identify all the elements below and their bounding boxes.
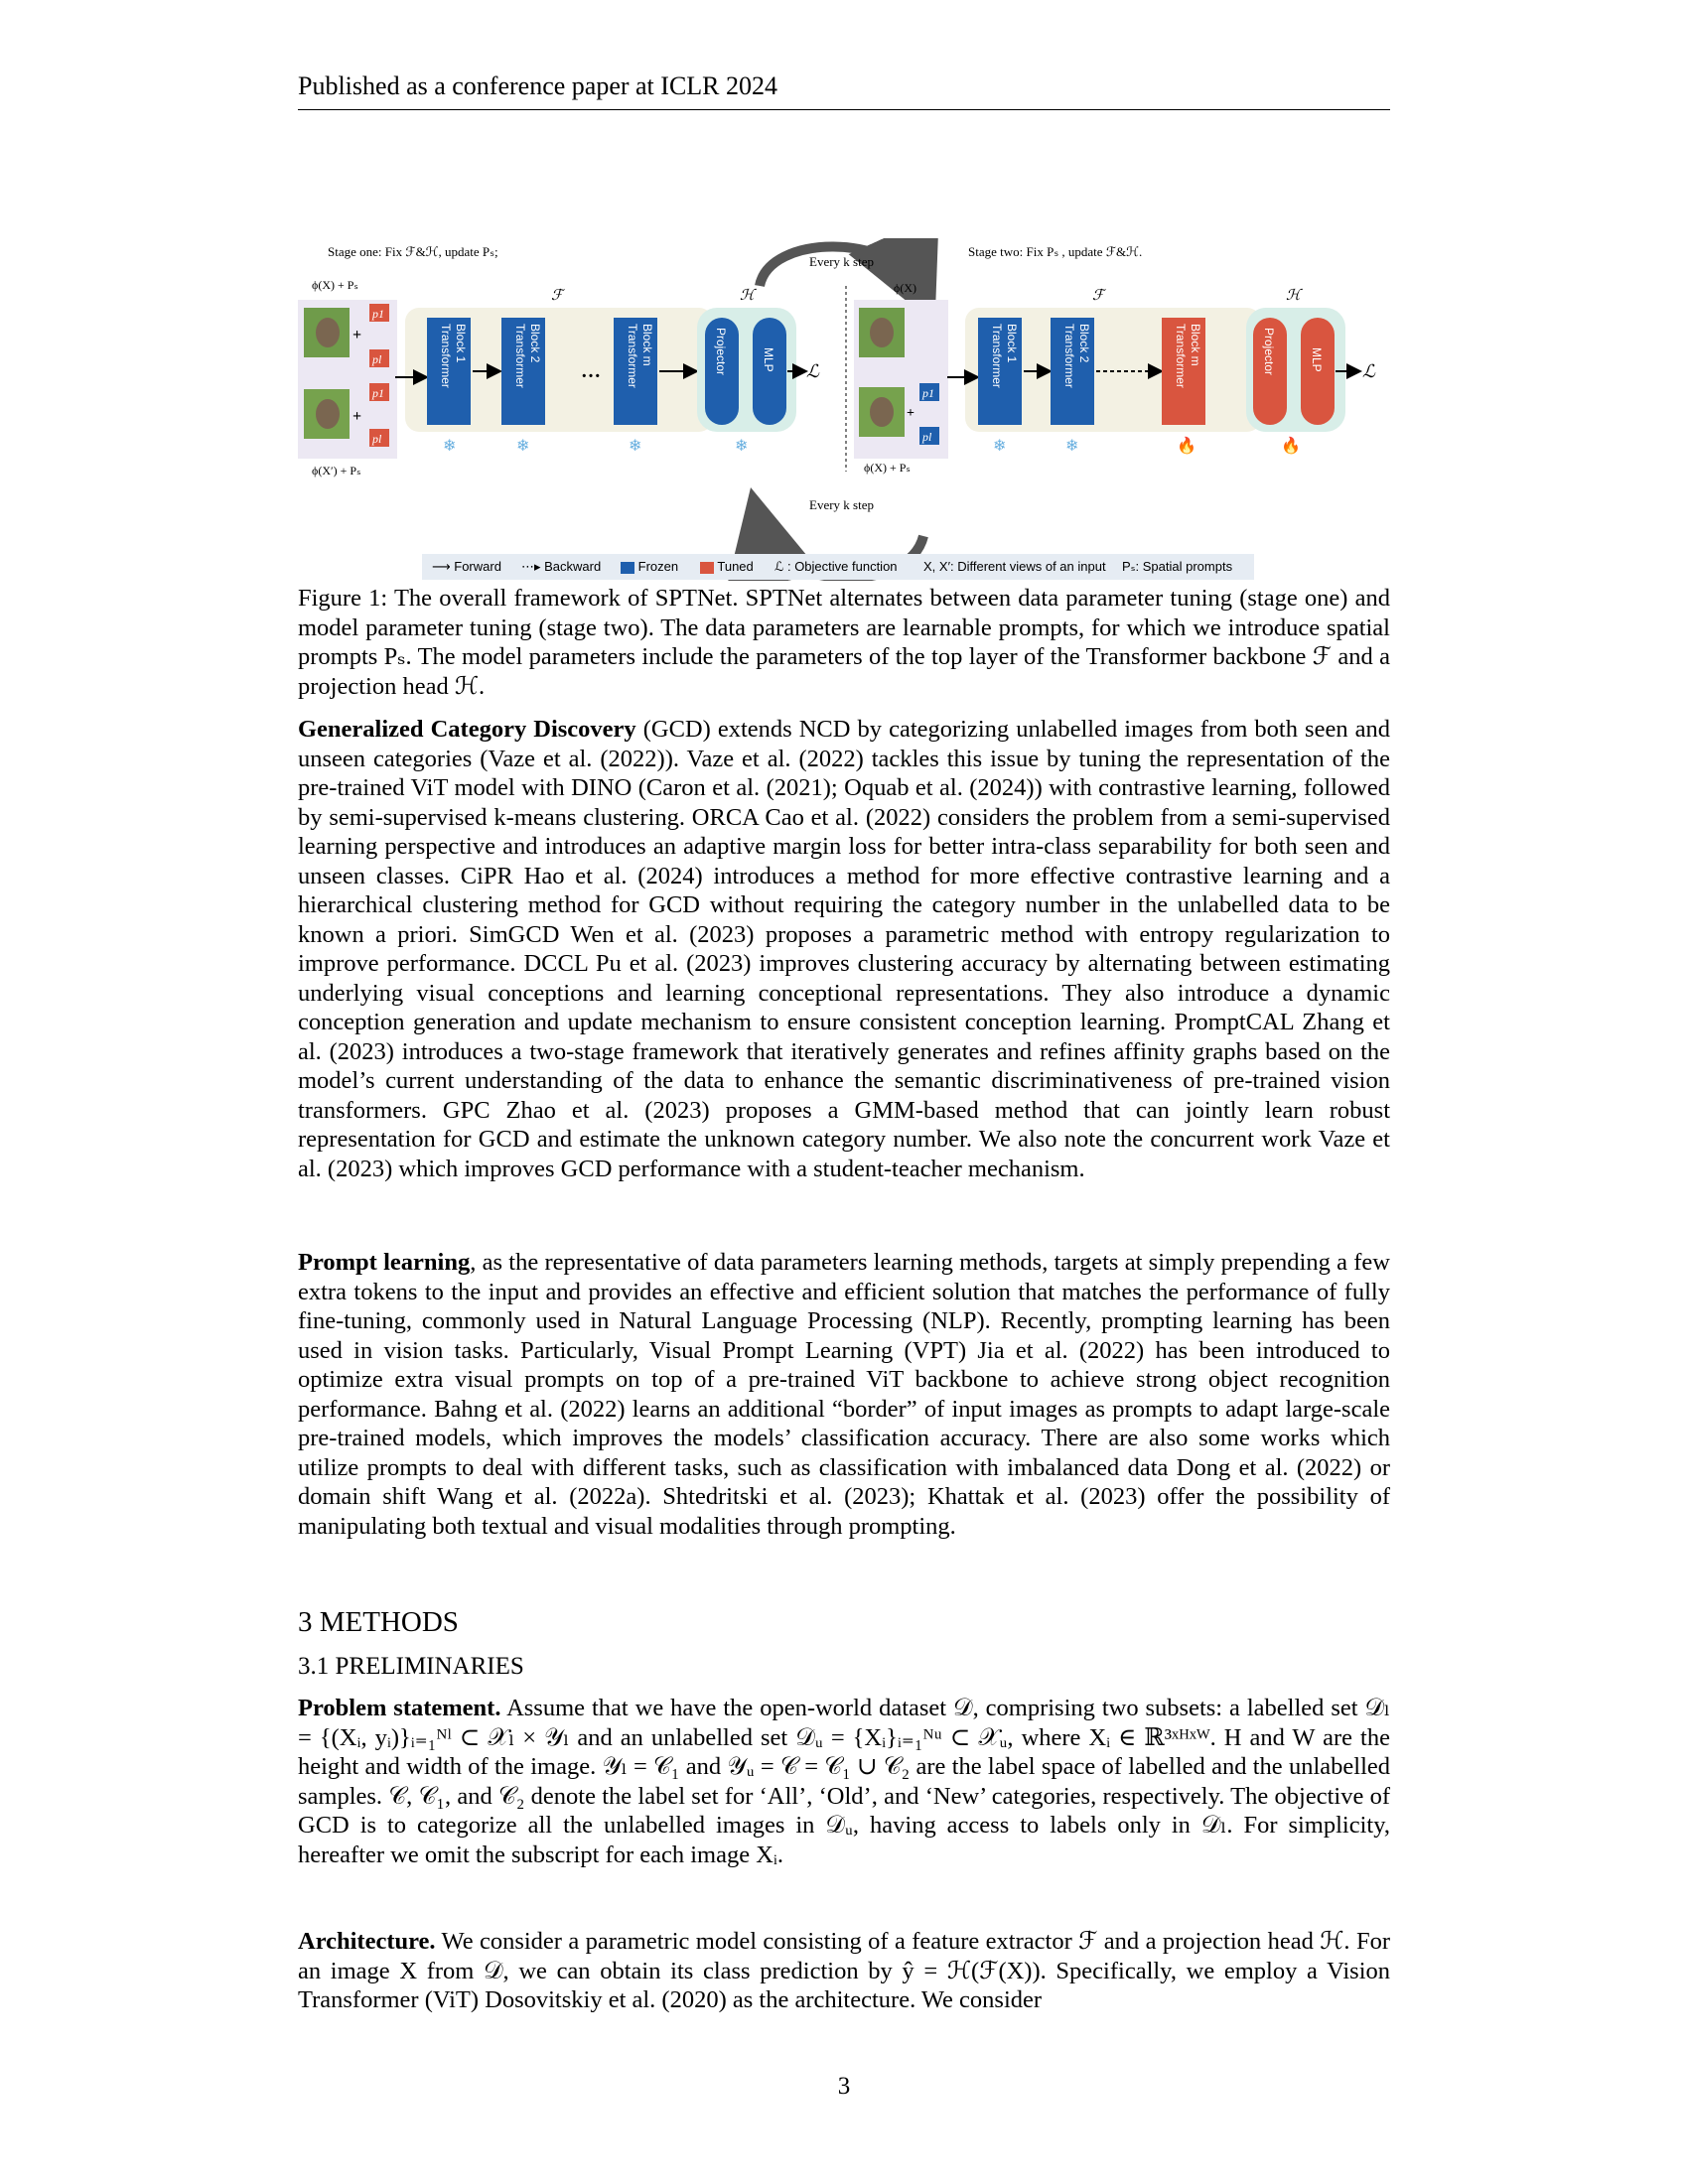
- paragraph-gcd: Generalized Category Discovery (GCD) ext…: [298, 715, 1390, 1183]
- gcd-lead: Generalized Category Discovery: [298, 716, 636, 743]
- prompt-pl-b: [369, 429, 389, 447]
- legend-backward: ⋯▸ Backward: [521, 559, 602, 574]
- running-head: Published as a conference paper at ICLR …: [298, 71, 1390, 110]
- every-k-top: Every k step: [809, 254, 874, 269]
- svg-text:Transformer: Transformer: [439, 324, 453, 388]
- svg-text:ℒ: ℒ: [1362, 361, 1376, 381]
- prompt-p1-b: [369, 383, 389, 401]
- svg-text:❄: ❄: [516, 438, 529, 455]
- svg-text:Transformer: Transformer: [990, 324, 1004, 388]
- phi-xp-label: ϕ(X′) + Pₛ: [312, 464, 361, 478]
- svg-text:Block 2: Block 2: [528, 324, 542, 363]
- legend-prompts: Pₛ: Spatial prompts: [1122, 559, 1233, 574]
- page-number: 3: [837, 2073, 851, 2100]
- prompt-lead: Prompt learning: [298, 1249, 471, 1276]
- svg-text:❄: ❄: [1065, 438, 1078, 455]
- svg-text:pl: pl: [921, 430, 932, 444]
- legend-forward: ⟶ Forward: [432, 559, 501, 574]
- problem-lead: Problem statement.: [298, 1695, 501, 1721]
- svg-text:ℒ: ℒ: [806, 361, 820, 381]
- svg-text:ℱ: ℱ: [1092, 288, 1107, 304]
- svg-text:Transformer: Transformer: [1062, 324, 1076, 388]
- svg-text:MLP: MLP: [762, 347, 775, 372]
- curve-arrow-top: [755, 212, 939, 325]
- figure-legend: ⟶ Forward ⋯▸ Backward Frozen Tuned ℒ : O…: [422, 554, 1254, 580]
- section-heading: 3 METHODS: [298, 1606, 459, 1638]
- svg-text:+: +: [907, 406, 914, 421]
- svg-text:ℋ: ℋ: [1286, 288, 1303, 304]
- paragraph-prompt: Prompt learning, as the representative o…: [298, 1248, 1390, 1541]
- svg-text:ϕ(X) + Pₛ: ϕ(X) + Pₛ: [864, 461, 911, 475]
- arch-lead: Architecture.: [298, 1928, 436, 1955]
- svg-text:p1: p1: [371, 307, 384, 321]
- svg-text:Block m: Block m: [1189, 324, 1202, 366]
- framework-diagram: Stage one: Fix ℱ&ℋ, update Pₛ; Stage two…: [298, 212, 1376, 596]
- s2-block-m: Transformer Block m: [1162, 318, 1205, 425]
- svg-text:🔥: 🔥: [1177, 436, 1196, 455]
- s1-projector: [705, 318, 739, 425]
- s1-block-1: Transformer Block 1: [427, 318, 471, 425]
- svg-text:p1: p1: [371, 386, 384, 400]
- legend-views: X, X′: Different views of an input: [923, 559, 1106, 574]
- figure-sptnet-framework: Stage one: Fix ℱ&ℋ, update Pₛ; Stage two…: [298, 212, 1390, 596]
- svg-text:p1: p1: [921, 386, 934, 400]
- svg-text:Block 1: Block 1: [454, 324, 468, 363]
- phi-x-label: ϕ(X) + Pₛ: [312, 278, 358, 292]
- svg-text:ℱ: ℱ: [551, 288, 566, 304]
- svg-text:ϕ(X): ϕ(X): [894, 281, 916, 295]
- legend-objective: ℒ : Objective function: [774, 559, 898, 574]
- paragraph-problem: Problem statement. Assume that we have t…: [298, 1694, 1390, 1869]
- subsection-heading: 3.1 PRELIMINARIES: [298, 1653, 524, 1680]
- s1-block-2: Transformer Block 2: [501, 318, 545, 425]
- svg-text:…: …: [581, 360, 601, 382]
- svg-text:Block 1: Block 1: [1005, 324, 1019, 363]
- svg-text:❄: ❄: [629, 438, 641, 455]
- svg-text:+: +: [352, 408, 361, 425]
- svg-text:Transformer: Transformer: [513, 324, 527, 388]
- svg-text:Block 2: Block 2: [1077, 324, 1091, 363]
- svg-text:Transformer: Transformer: [626, 324, 639, 388]
- s2-block-2: Transformer Block 2: [1051, 318, 1094, 425]
- arch-text: We consider a parametric model consistin…: [298, 1928, 1390, 2013]
- figure-caption: Figure 1: The overall framework of SPTNe…: [298, 585, 1390, 700]
- problem-text: Assume that we have the open-world datas…: [298, 1695, 1391, 1868]
- s2-block-1: Transformer Block 1: [978, 318, 1022, 425]
- svg-text:MLP: MLP: [1310, 347, 1324, 372]
- s1-block-m: Transformer Block m: [614, 318, 657, 425]
- svg-text:Projector: Projector: [1262, 328, 1276, 375]
- prompt-p1-a: [369, 304, 389, 322]
- svg-text:❄: ❄: [993, 438, 1006, 455]
- svg-text:pl: pl: [371, 352, 382, 366]
- svg-text:ℋ: ℋ: [740, 288, 757, 304]
- legend-tuned: Tuned: [700, 559, 754, 574]
- gcd-text: (GCD) extends NCD by categorizing unlabe…: [298, 716, 1391, 1182]
- svg-text:+: +: [352, 327, 361, 343]
- prompt-text: , as the representative of data paramete…: [298, 1249, 1390, 1540]
- svg-text:Projector: Projector: [714, 328, 728, 375]
- svg-text:pl: pl: [371, 432, 382, 446]
- s2-mlp: [1301, 318, 1335, 425]
- stage-two-label: Stage two: Fix Pₛ , update ℱ&ℋ.: [968, 244, 1142, 259]
- paragraph-architecture: Architecture. We consider a parametric m…: [298, 1927, 1390, 2015]
- svg-text:🔥: 🔥: [1281, 436, 1301, 455]
- svg-text:Block m: Block m: [640, 324, 654, 366]
- svg-text:❄: ❄: [735, 438, 748, 455]
- svg-text:Transformer: Transformer: [1174, 324, 1188, 388]
- s1-mlp: [753, 318, 786, 425]
- svg-text:❄: ❄: [443, 438, 456, 455]
- every-k-bottom: Every k step: [809, 497, 874, 512]
- prompt-pl-a: [369, 349, 389, 367]
- s2-projector: [1253, 318, 1287, 425]
- legend-frozen: Frozen: [621, 559, 678, 574]
- stage-one-label: Stage one: Fix ℱ&ℋ, update Pₛ;: [328, 244, 498, 259]
